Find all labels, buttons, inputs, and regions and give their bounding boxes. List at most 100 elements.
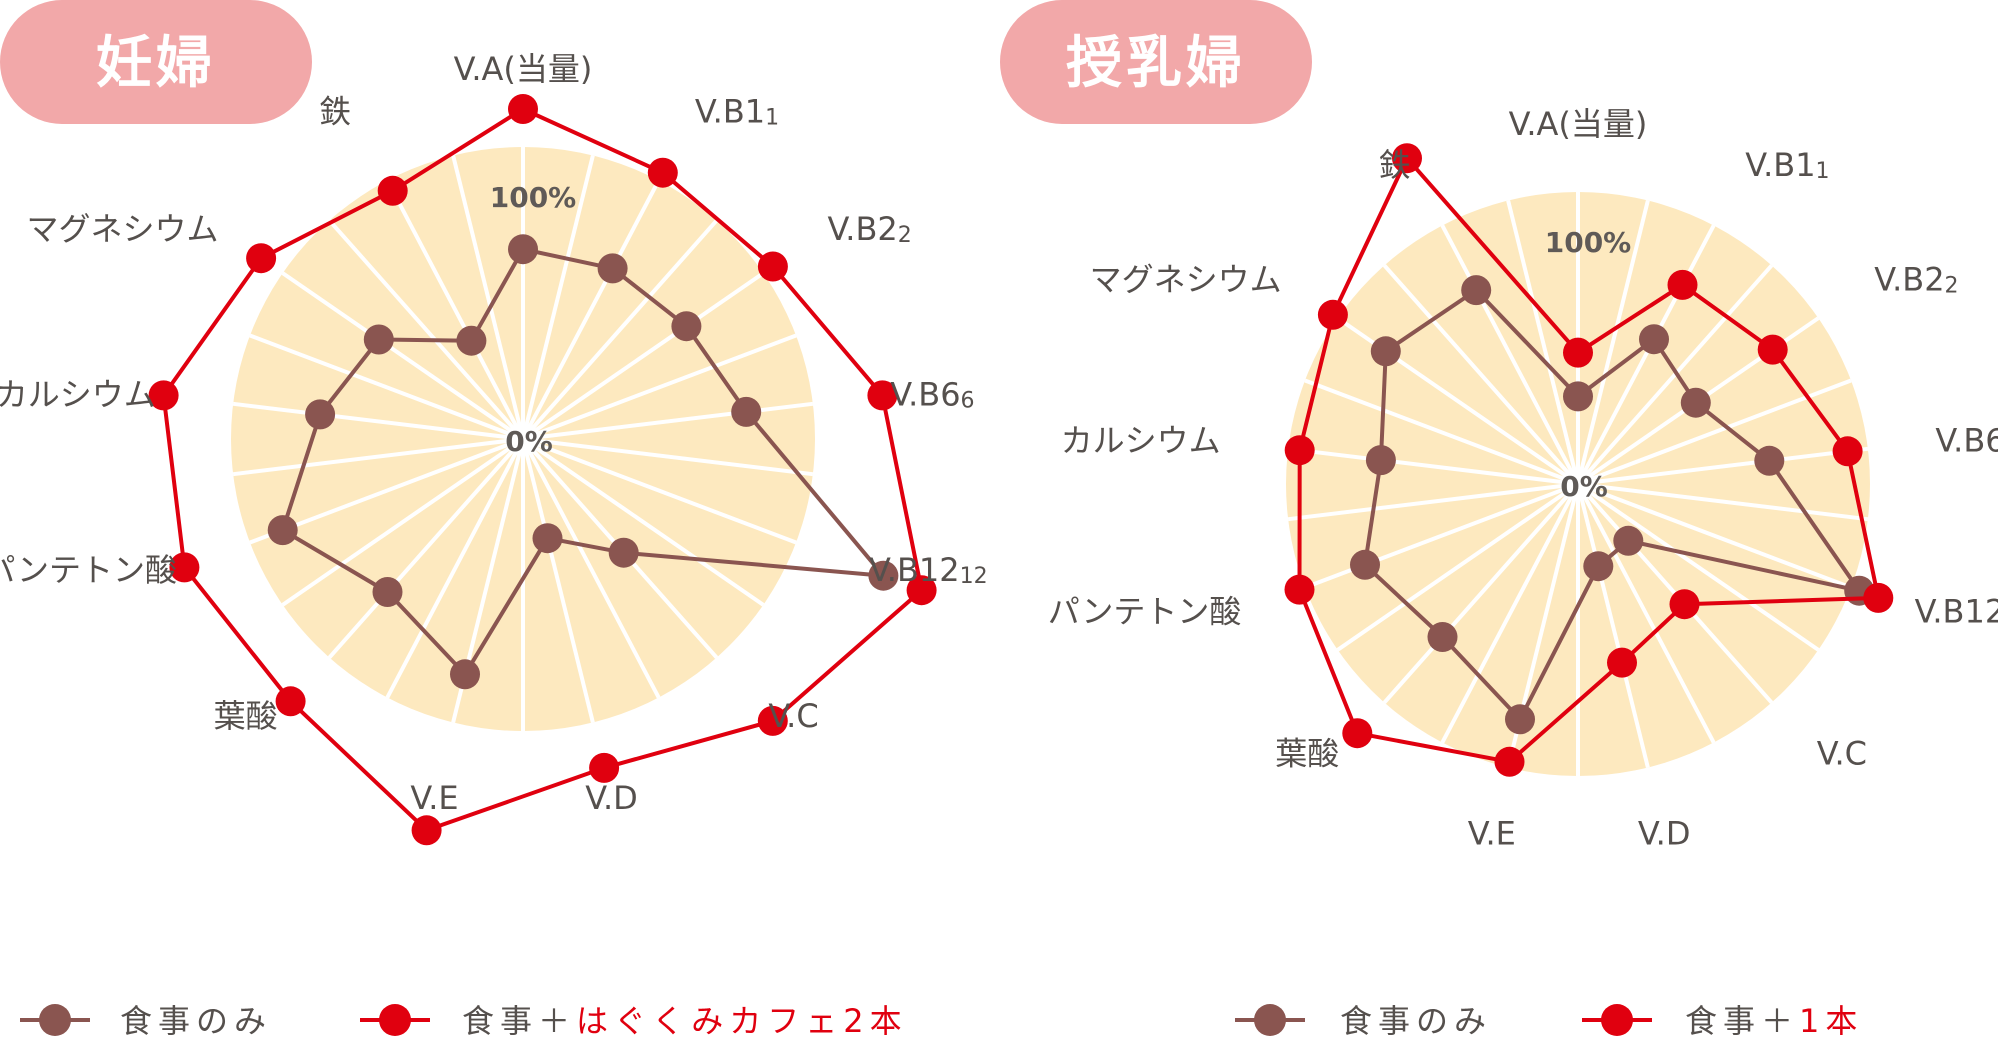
data-point-5 <box>1863 582 1894 613</box>
chart-title: 授乳婦 <box>1066 31 1246 96</box>
axis-label-10: パンテトン酸 <box>1048 593 1242 631</box>
data-point-9 <box>275 686 306 717</box>
outer-percent-label: 100% <box>490 181 577 214</box>
axis-label-10: パンテトン酸 <box>0 551 177 589</box>
radar-spoke <box>385 179 525 440</box>
radar-spoke <box>385 438 525 699</box>
data-point-1 <box>508 94 538 124</box>
radar-spoke <box>522 437 797 545</box>
radar-spoke <box>1576 483 1716 744</box>
chart-title: 妊婦 <box>96 31 216 96</box>
axis-label-6: V.C <box>1817 735 1867 773</box>
axis-label-11: カルシウム <box>1061 422 1221 460</box>
radar-spoke <box>521 219 719 441</box>
axis-label-9: 葉酸 <box>214 697 278 735</box>
axis-label-13: 鉄 <box>319 92 351 130</box>
data-point-9 <box>1427 622 1458 652</box>
axis-label-12: マグネシウム <box>26 210 218 248</box>
legend-marker-icon <box>39 1004 71 1036</box>
data-point-10 <box>1284 574 1315 605</box>
axis-label-1: V.A(当量) <box>454 50 593 88</box>
data-point-10 <box>169 552 200 583</box>
radar-spoke <box>232 401 524 441</box>
radar-spoke <box>1577 446 1869 486</box>
radar-spoke <box>521 438 595 723</box>
data-point-12 <box>246 243 277 274</box>
axis-label-2: V.B11 <box>1745 146 1829 184</box>
data-point-6 <box>757 705 788 736</box>
chart-legend: 食事のみ 食事＋1本 <box>1235 1002 1857 1040</box>
data-point-6 <box>1669 589 1700 620</box>
legend-label: 食事＋はぐくみカフェ2本 <box>462 1002 908 1040</box>
radar-axis-labels: V.A(当量)V.B11V.B22V.B66V.B1212V.CV.DV.E葉酸… <box>1048 105 1998 853</box>
data-point-12 <box>1317 299 1348 330</box>
data-point-2 <box>597 253 628 284</box>
series-meal-only <box>1350 275 1875 735</box>
radar-spoke <box>327 219 525 441</box>
radar-spoke <box>1287 446 1579 486</box>
data-point-11 <box>1284 435 1315 466</box>
legend-marker-icon <box>1254 1004 1286 1036</box>
series-line <box>1297 156 1881 764</box>
data-point-4 <box>1754 445 1785 476</box>
data-point-13 <box>377 175 408 206</box>
data-point-10 <box>1350 549 1380 580</box>
radar-spoke <box>1576 264 1774 486</box>
radar-spoke <box>1440 224 1580 485</box>
center-percent-label: 0% <box>505 425 553 458</box>
data-point-2 <box>647 157 678 188</box>
data-point-12 <box>363 324 394 355</box>
radar-spoke <box>1382 264 1580 486</box>
chart-legend: 食事のみ 食事＋はぐくみカフェ2本 <box>20 1002 908 1040</box>
data-point-1 <box>1563 337 1593 368</box>
radar-spoke <box>249 333 524 441</box>
data-point-7 <box>1583 551 1614 582</box>
axis-label-5: V.B1212 <box>869 551 988 589</box>
axis-label-4: V.B66 <box>1935 422 1998 460</box>
radar-spoke <box>522 401 814 441</box>
legend-label: 食事のみ <box>120 1002 272 1040</box>
legend-marker-icon <box>1601 1004 1633 1036</box>
data-point-7 <box>532 523 563 554</box>
radar-spoke <box>521 437 765 607</box>
radar-spoke <box>1576 483 1650 768</box>
radar-axis-labels: V.A(当量)V.B11V.B22V.B66V.B1212V.CV.DV.E葉酸… <box>0 50 988 817</box>
data-point-11 <box>148 380 179 411</box>
data-point-4 <box>731 396 762 427</box>
radar-spoke <box>1287 482 1579 522</box>
data-point-8 <box>1494 746 1525 777</box>
radar-spoke <box>232 437 524 477</box>
radar-spoke <box>1440 483 1580 744</box>
series-meal-plus-supplement <box>148 94 937 846</box>
data-point-13 <box>456 325 487 356</box>
data-point-8 <box>1505 704 1535 735</box>
legend-item-meal: 食事のみ <box>20 1002 272 1040</box>
series-meal-only <box>267 234 899 690</box>
data-point-5 <box>906 575 937 606</box>
radar-spoke <box>521 271 765 441</box>
radar-spoke <box>522 437 814 477</box>
axis-label-12: マグネシウム <box>1090 261 1282 299</box>
data-point-5 <box>868 560 899 591</box>
legend-item-meal: 食事のみ <box>1235 1002 1486 1040</box>
radar-spoke <box>281 437 525 607</box>
axis-label-3: V.B22 <box>828 210 912 248</box>
data-point-1 <box>1563 381 1593 412</box>
data-point-13 <box>1392 143 1422 174</box>
data-point-6 <box>608 537 639 568</box>
data-point-4 <box>1832 436 1863 467</box>
series-meal-plus-supplement <box>1284 143 1894 777</box>
legend-marker-icon <box>379 1004 411 1036</box>
radar-chart-lactating: 授乳婦 100% 0% V.A(当量)V.B11V.B22V.B66V.B121… <box>1000 0 1998 1040</box>
axis-label-7: V.D <box>585 779 638 817</box>
data-point-11 <box>305 399 336 430</box>
axis-label-11: カルシウム <box>0 375 156 413</box>
data-point-7 <box>589 752 620 783</box>
data-point-9 <box>372 577 403 607</box>
radar-spoke <box>1336 482 1580 652</box>
outer-percent-label: 100% <box>1545 226 1632 259</box>
axis-label-7: V.D <box>1638 815 1691 853</box>
axis-label-3: V.B22 <box>1874 261 1958 299</box>
radar-spoke <box>451 155 525 440</box>
